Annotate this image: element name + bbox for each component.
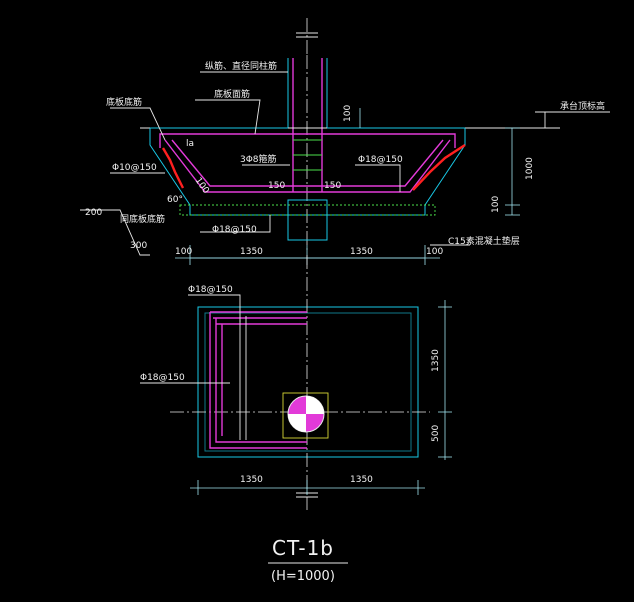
dim-slope-100: 100	[193, 176, 211, 196]
drawing-title: CT-1b	[272, 536, 334, 560]
label-top-rebar: 底板面筋	[214, 88, 250, 100]
dim-base-right-100: 100	[426, 247, 443, 257]
top-rebar	[159, 133, 456, 148]
label-stirrup: 3Φ8箍筋	[240, 153, 277, 165]
plan-dim-bottom-left: 1350	[240, 475, 263, 485]
bottom-rebar	[164, 139, 451, 193]
label-bar-right: Φ18@150	[358, 155, 403, 165]
column-symbol-quad-1	[306, 396, 324, 414]
plan-dims	[190, 300, 452, 495]
dim-base-left-1350: 1350	[240, 247, 263, 257]
plan-view: Φ18@150 Φ18@150 1350 500 1350 1350	[140, 255, 452, 510]
column-pedestal	[287, 199, 328, 241]
drawing-subtitle: (H=1000)	[271, 569, 335, 584]
plan-dim-right-1350: 1350	[431, 349, 441, 372]
cushion-layer	[179, 204, 436, 216]
plan-label-bar-top: Φ18@150	[188, 285, 233, 295]
stirrups	[293, 139, 322, 171]
label-cap-top-elevation: 承台顶标高	[560, 100, 605, 112]
label-bottom-rebar-left: 底板底筋	[106, 96, 142, 108]
plan-outline	[197, 306, 419, 458]
dim-base-right-1350: 1350	[350, 247, 373, 257]
dim-inner-150-left: 150	[268, 181, 285, 191]
dim-leader-200: 200	[85, 208, 102, 218]
label-la: la	[186, 139, 194, 149]
dim-h-bottom: 100	[491, 196, 501, 213]
title-block: CT-1b (H=1000)	[268, 536, 348, 584]
plan-label-bar-left: Φ18@150	[140, 373, 185, 383]
plan-rebar	[209, 311, 307, 449]
section-leaders	[80, 71, 610, 256]
column-symbol-frame	[282, 392, 329, 439]
dim-leader-300: 300	[130, 241, 147, 251]
plan-leader-top	[188, 294, 241, 322]
plan-dim-right-500: 500	[431, 425, 441, 442]
label-bar-left: Φ10@150	[112, 163, 157, 173]
column-symbol-quad-2	[288, 414, 306, 432]
plan-dim-bottom-right: 1350	[350, 475, 373, 485]
bottom-rebar-inner	[171, 139, 444, 187]
label-angle: 60°	[167, 195, 183, 205]
label-bar-bottom: Φ18@150	[212, 225, 257, 235]
dim-inner-150-right: 150	[324, 181, 341, 191]
slope-bar-right	[412, 143, 466, 191]
plan-inner	[204, 312, 412, 452]
dim-base-left-100: 100	[175, 247, 192, 257]
label-cushion: C15素混凝土垫层	[448, 235, 520, 247]
section-view: 纵筋、直径同柱筋 底板底筋 底板面筋 承台顶标高 la 3Φ8箍筋 Φ10@15…	[80, 18, 610, 265]
label-same-bottom-rebar: 同底板底筋	[120, 213, 165, 225]
slope-bar-left	[161, 147, 185, 189]
dim-top-cover: 100	[343, 105, 353, 122]
dim-h-total: 1000	[525, 157, 535, 180]
label-column-rebar: 纵筋、直径同柱筋	[205, 60, 277, 72]
